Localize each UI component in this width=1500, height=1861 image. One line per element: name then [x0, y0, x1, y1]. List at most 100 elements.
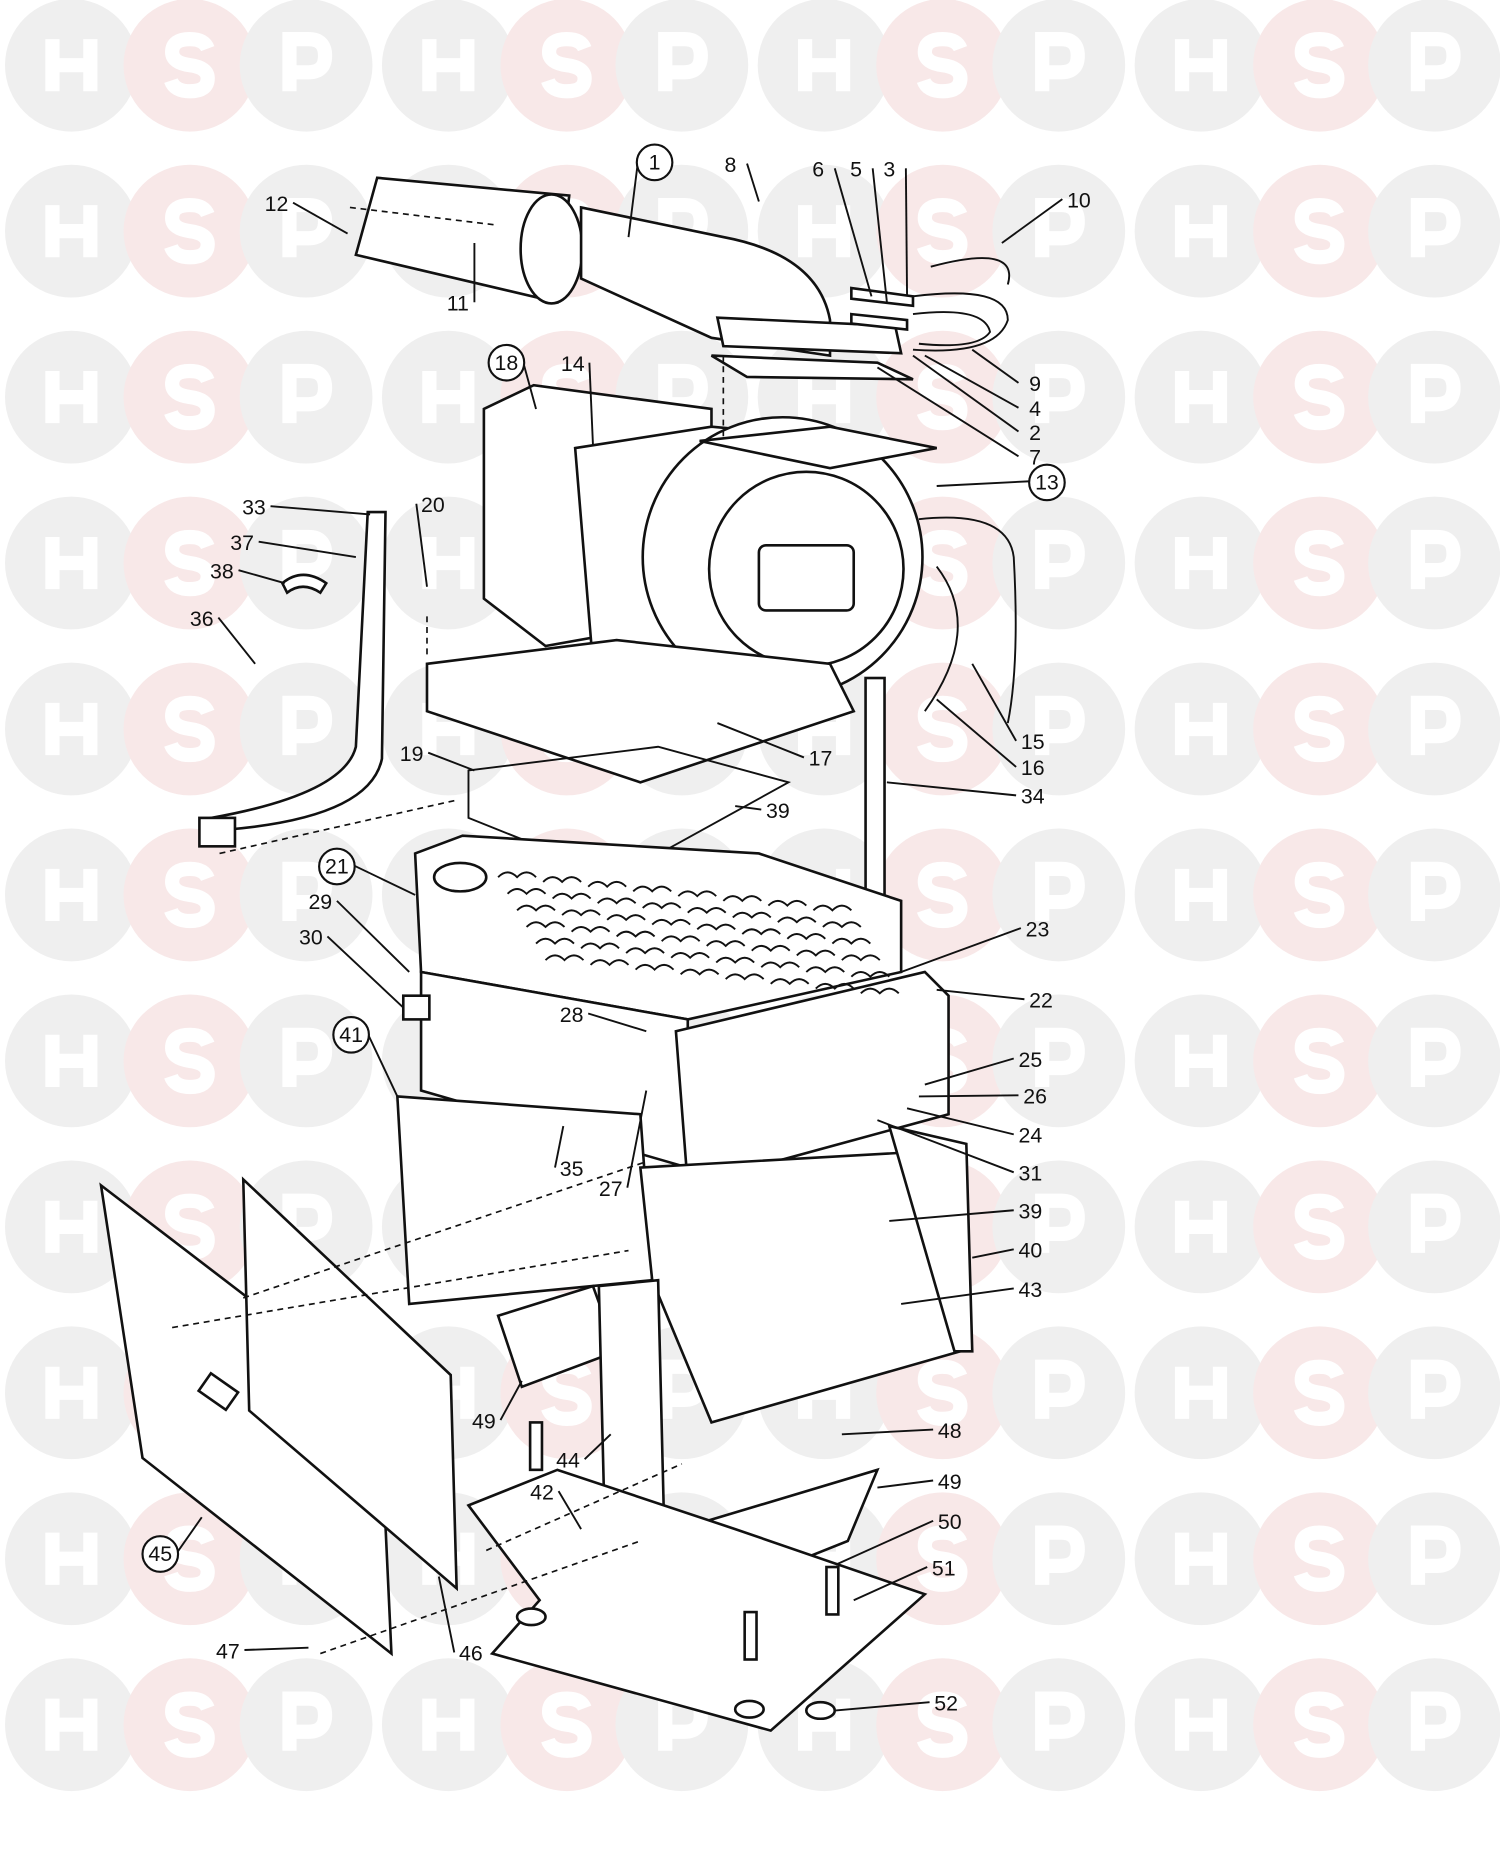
part-label-40[interactable]: 40 [1018, 1239, 1042, 1263]
part-label-45[interactable]: 45 [141, 1535, 180, 1573]
watermark-letter-p-icon [282, 695, 333, 756]
part-label-35[interactable]: 35 [560, 1157, 584, 1181]
part-label-41[interactable]: 41 [332, 1015, 370, 1054]
part-label-17[interactable]: 17 [809, 747, 833, 771]
leader-line [415, 503, 428, 587]
watermark-letter-s-icon [1293, 695, 1345, 763]
part-label-49[interactable]: 49 [938, 1470, 962, 1494]
part-label-49[interactable]: 49 [472, 1409, 496, 1433]
part-label-33[interactable]: 33 [242, 495, 266, 519]
part-label-6[interactable]: 6 [812, 158, 824, 182]
part-label-16[interactable]: 16 [1021, 756, 1045, 780]
part-label-28[interactable]: 28 [560, 1003, 584, 1027]
part-label-39[interactable]: 39 [766, 799, 790, 823]
part-label-30[interactable]: 30 [299, 926, 323, 950]
fan-base [425, 638, 856, 784]
watermark-letter-h-icon [422, 1698, 475, 1751]
leader-line [258, 540, 357, 559]
leader-line [886, 781, 1017, 797]
part-number: 34 [1021, 785, 1045, 809]
part-label-52[interactable]: 52 [934, 1691, 958, 1715]
fan-top-plate [699, 425, 937, 470]
fin [805, 966, 845, 974]
part-label-23[interactable]: 23 [1026, 917, 1050, 941]
part-label-38[interactable]: 38 [210, 559, 234, 583]
side-panel-40 [887, 1124, 974, 1353]
part-label-22[interactable]: 22 [1029, 989, 1053, 1013]
part-number: 47 [216, 1639, 240, 1663]
part-label-8[interactable]: 8 [725, 153, 737, 177]
part-label-44[interactable]: 44 [556, 1448, 580, 1472]
part-label-36[interactable]: 36 [190, 607, 214, 631]
part-label-46[interactable]: 46 [459, 1642, 483, 1666]
part-number: 46 [459, 1642, 483, 1666]
watermark-letter-s-icon [1293, 1193, 1345, 1261]
watermark-letter-p-icon [1410, 695, 1461, 756]
part-label-13[interactable]: 13 [1028, 463, 1066, 502]
part-label-12[interactable]: 12 [265, 192, 289, 216]
leader-line [912, 354, 1020, 433]
part-label-26[interactable]: 26 [1023, 1085, 1047, 1109]
part-label-48[interactable]: 48 [938, 1419, 962, 1443]
part-label-34[interactable]: 34 [1021, 785, 1045, 809]
watermark-circle [239, 496, 373, 630]
part-label-29[interactable]: 29 [308, 890, 332, 914]
fin [777, 916, 817, 924]
plug-30 [401, 994, 431, 1021]
fan-motor [757, 543, 856, 612]
part-label-4[interactable]: 4 [1029, 397, 1041, 421]
fin [561, 909, 601, 917]
label-circle [1028, 463, 1066, 502]
part-label-9[interactable]: 9 [1029, 372, 1041, 396]
leader-line [971, 348, 1020, 384]
part-label-14[interactable]: 14 [561, 352, 585, 376]
part-number: 3 [883, 158, 895, 182]
leader-line [326, 935, 404, 1009]
part-number: 15 [1021, 730, 1045, 754]
part-label-47[interactable]: 47 [216, 1639, 240, 1663]
watermark-letter-s-icon [164, 1027, 215, 1095]
part-label-42[interactable]: 42 [530, 1480, 554, 1504]
watermark-letter-s-icon [916, 1691, 968, 1758]
leader-line [904, 168, 909, 297]
fin [677, 890, 717, 898]
part-label-43[interactable]: 43 [1018, 1278, 1042, 1302]
part-label-15[interactable]: 15 [1021, 730, 1045, 754]
fin [831, 937, 871, 945]
watermark-letter-s-icon [1293, 1027, 1345, 1095]
part-label-19[interactable]: 19 [400, 742, 424, 766]
part-number: 33 [242, 495, 266, 519]
part-label-21[interactable]: 21 [318, 847, 356, 886]
leader-line [853, 1566, 928, 1602]
part-label-5[interactable]: 5 [850, 158, 862, 182]
fin [770, 978, 810, 986]
part-number: 9 [1029, 372, 1041, 396]
fin [580, 942, 620, 950]
part-label-18[interactable]: 18 [487, 343, 526, 382]
part-label-11[interactable]: 11 [447, 292, 469, 316]
part-label-1[interactable]: 1 [635, 143, 674, 182]
part-label-7[interactable]: 7 [1029, 446, 1041, 470]
part-label-37[interactable]: 37 [230, 531, 254, 555]
part-label-25[interactable]: 25 [1018, 1048, 1042, 1072]
dashed-guides [172, 206, 725, 1655]
part-label-27[interactable]: 27 [599, 1177, 623, 1201]
part-label-2[interactable]: 2 [1029, 421, 1041, 445]
part-label-3[interactable]: 3 [883, 158, 895, 182]
part-label-20[interactable]: 20 [421, 493, 445, 517]
watermark-letter-p-icon [282, 1193, 333, 1253]
part-label-51[interactable]: 51 [932, 1556, 956, 1580]
part-label-24[interactable]: 24 [1018, 1124, 1042, 1148]
part-number: 31 [1018, 1162, 1042, 1186]
watermark-letter-p-icon [282, 363, 333, 424]
part-label-10[interactable]: 10 [1067, 188, 1091, 212]
fin [732, 911, 772, 919]
part-label-31[interactable]: 31 [1018, 1162, 1042, 1186]
test-nipples [850, 286, 915, 331]
part-label-50[interactable]: 50 [938, 1510, 962, 1534]
fin [634, 963, 675, 971]
fin [497, 871, 537, 879]
fin [544, 954, 585, 962]
part-label-39[interactable]: 39 [1018, 1200, 1042, 1224]
